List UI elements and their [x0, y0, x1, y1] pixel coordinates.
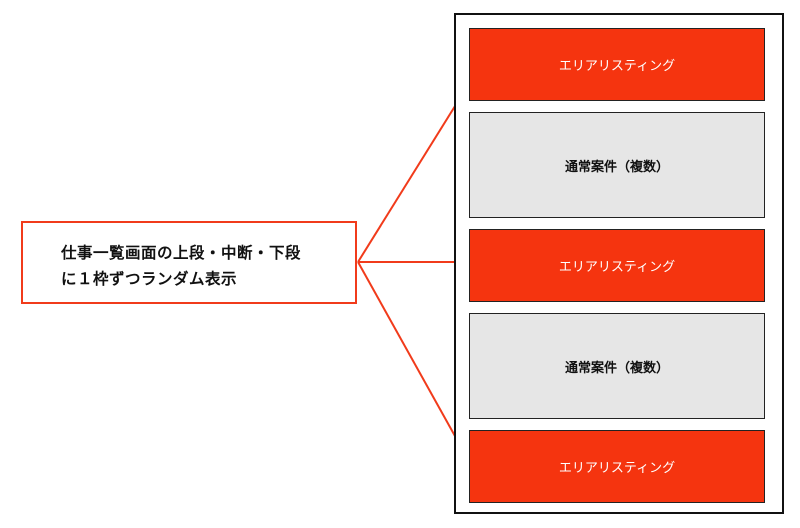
area-listing-slot-middle: エリアリスティング: [469, 229, 765, 302]
normal-jobs-slot-2: 通常案件（複数）: [469, 313, 765, 419]
area-listing-label: エリアリスティング: [558, 461, 676, 476]
callout-text-line-2: に１枠ずつランダム表示: [61, 270, 238, 288]
normal-jobs-slot-1: 通常案件（複数）: [469, 112, 765, 218]
callout-box: 仕事一覧画面の上段・中断・下段 に１枠ずつランダム表示: [21, 221, 357, 304]
normal-jobs-label: 通常案件（複数）: [564, 360, 669, 376]
job-list-page-frame: エリアリスティング 通常案件（複数） エリアリスティング 通常案件（複数） エリ…: [454, 13, 784, 514]
callout-text-line-1: 仕事一覧画面の上段・中断・下段: [61, 244, 302, 262]
area-listing-label: エリアリスティング: [558, 260, 676, 275]
area-listing-slot-bottom: エリアリスティング: [469, 430, 765, 503]
area-listing-slot-top: エリアリスティング: [469, 28, 765, 101]
normal-jobs-label: 通常案件（複数）: [564, 159, 669, 175]
area-listing-label: エリアリスティング: [558, 59, 676, 74]
